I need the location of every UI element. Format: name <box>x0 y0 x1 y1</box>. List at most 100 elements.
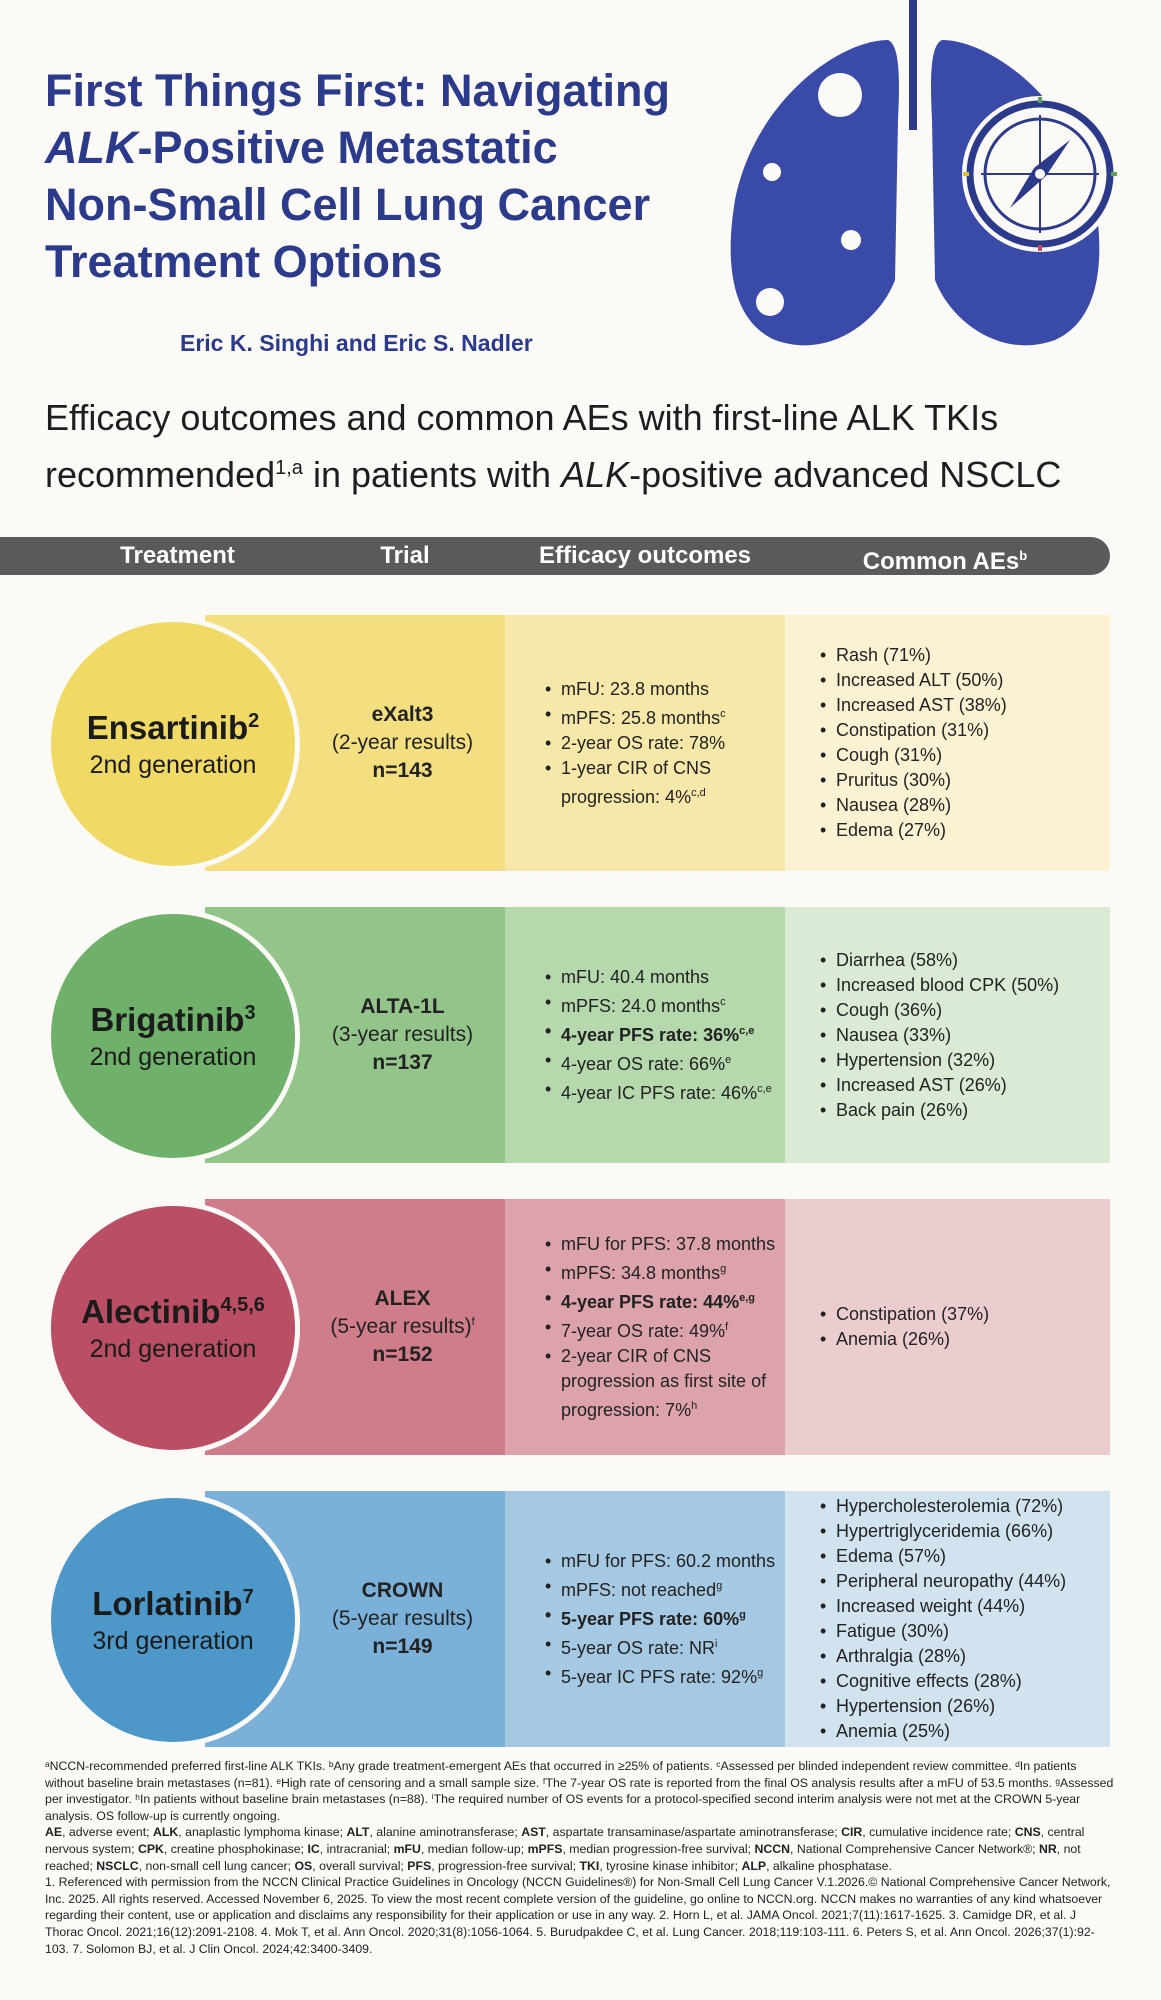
efficacy-item: mPFS: 25.8 monthsc <box>545 702 795 731</box>
abbr-term: CIR <box>841 1825 863 1840</box>
ae-item: Edema (57%) <box>820 1544 1110 1569</box>
abbr-term: PFS <box>407 1858 432 1873</box>
subtitle-part-1: Efficacy outcomes and common AEs with fi… <box>45 397 999 495</box>
ae-item: Cough (31%) <box>820 743 1110 768</box>
efficacy-item: mFU: 23.8 months <box>545 677 795 702</box>
abbr-definition: , intracranial; <box>319 1841 394 1856</box>
title-line-2-rest: -Positive Metastatic <box>137 122 558 173</box>
aes-list-box: Hypercholesterolemia (72%)Hypertriglycer… <box>820 1491 1110 1747</box>
abbr-term: CNS <box>1014 1825 1041 1840</box>
title-line-1: First Things First: Navigating <box>45 65 671 116</box>
title-line-2: ALK-Positive Metastatic <box>45 119 735 176</box>
abbr-term: mPFS <box>527 1841 563 1856</box>
treatment-row-lorlatinib: Lorlatinib7 3rd generation CROWN(5-year re… <box>0 1491 1110 1747</box>
efficacy-item-text: mFU for PFS: 37.8 months <box>561 1233 776 1254</box>
abbr-definition: , not reached; <box>45 1841 1081 1873</box>
trial-name: ALTA-1L <box>360 995 445 1018</box>
abbr-definition: , aspartate transaminase/aspartate amino… <box>545 1825 842 1840</box>
header-treatment: Treatment <box>120 542 235 569</box>
compass-icon <box>962 96 1118 252</box>
efficacy-item: 7-year OS rate: 49%f <box>545 1315 795 1344</box>
efficacy-list-box: mFU: 23.8 monthsmPFS: 25.8 monthsc2-year… <box>545 615 795 871</box>
subtitle-sup: 1,a <box>275 457 303 479</box>
trial-n: n=152 <box>372 1343 433 1366</box>
efficacy-item-text: 4-year PFS rate: 44% <box>561 1291 740 1312</box>
efficacy-item-sup: i <box>715 1637 718 1650</box>
efficacy-item-text: 5-year PFS rate: 60% <box>561 1608 740 1629</box>
footnote-definitions: ᵃNCCN-recommended preferred first-line A… <box>45 1759 1114 1823</box>
aes-list-box: Diarrhea (58%)Increased blood CPK (50%)C… <box>820 907 1110 1163</box>
drug-name-sup: 2 <box>248 709 260 732</box>
authors: Eric K. Singhi and Eric S. Nadler <box>180 330 533 356</box>
abbr-definition: , tyrosine kinase inhibitor; <box>599 1858 742 1873</box>
efficacy-item: mPFS: 34.8 monthsg <box>545 1257 795 1286</box>
ae-item: Pruritus (30%) <box>820 768 1110 793</box>
ae-item: Nausea (33%) <box>820 1023 1110 1048</box>
abbr-definition: , cumulative incidence rate; <box>862 1825 1015 1840</box>
efficacy-item: 5-year PFS rate: 60%g <box>545 1603 795 1632</box>
efficacy-item-text: 5-year IC PFS rate: 92% <box>561 1666 758 1687</box>
footnotes: ᵃNCCN-recommended preferred first-line A… <box>45 1758 1115 1957</box>
trial-duration: (5-year results)f <box>300 1315 505 1339</box>
title-line-3: Non-Small Cell Lung Cancer <box>45 179 651 230</box>
header-trial: Trial <box>380 542 430 569</box>
abbr-definition: , creatine phosphokinase; <box>163 1841 308 1856</box>
ae-item: Anemia (25%) <box>820 1719 1110 1744</box>
trial-n: n=149 <box>372 1635 433 1658</box>
ae-item: Cough (36%) <box>820 998 1110 1023</box>
trial-info: CROWN(5-year results)n=149 <box>300 1491 505 1747</box>
ae-item: Edema (27%) <box>820 818 1110 843</box>
header-aes: Common AEsb <box>840 537 1050 575</box>
efficacy-item-text: mFU for PFS: 60.2 months <box>561 1550 776 1571</box>
efficacy-item-sup: f <box>725 1320 729 1333</box>
efficacy-item-sup: e,g <box>739 1291 755 1304</box>
trial-n: n=137 <box>372 1051 433 1074</box>
efficacy-item-sup: g <box>757 1666 764 1679</box>
ae-item: Fatigue (30%) <box>820 1619 1110 1644</box>
efficacy-list-box: mFU for PFS: 60.2 monthsmPFS: not reache… <box>545 1491 795 1747</box>
trial-duration: (2-year results) <box>300 731 505 755</box>
efficacy-item-sup: c,e <box>757 1082 772 1095</box>
trial-duration-text: (2-year results) <box>331 731 474 754</box>
abbr-definition: , non-small cell lung cancer; <box>138 1858 295 1873</box>
efficacy-item-text: 4-year IC PFS rate: 46% <box>561 1082 758 1103</box>
ae-item: Hypertension (32%) <box>820 1048 1110 1073</box>
abbr-term: ALK <box>153 1825 179 1840</box>
abbr-definition: , alanine aminotransferase; <box>369 1825 522 1840</box>
subtitle-part-3: -positive advanced NSCLC <box>629 454 1062 495</box>
drug-name: Ensartinib2 <box>87 709 259 747</box>
drug-circle-lorlatinib: Lorlatinib7 3rd generation <box>46 1493 300 1747</box>
abbr-term: OS <box>294 1858 313 1873</box>
ae-item: Increased ALT (50%) <box>820 668 1110 693</box>
drug-generation: 3rd generation <box>92 1626 254 1655</box>
abbr-term: CPK <box>137 1841 164 1856</box>
trial-n: n=143 <box>372 759 433 782</box>
efficacy-item-text: mFU: 23.8 months <box>561 678 710 699</box>
abbr-term: ALT <box>346 1825 370 1840</box>
page-title: First Things First: Navigating ALK-Posit… <box>45 62 735 290</box>
aes-list: Constipation (37%)Anemia (26%) <box>820 1302 1110 1352</box>
title-line-4: Treatment Options <box>45 236 443 287</box>
abbr-definition: , alkaline phosphatase. <box>766 1858 892 1873</box>
abbr-term: NSCLC <box>96 1858 139 1873</box>
efficacy-item-text: mPFS: 25.8 months <box>561 707 721 728</box>
ae-item: Constipation (31%) <box>820 718 1110 743</box>
abbr-term: NCCN <box>754 1841 791 1856</box>
header-aes-sup: b <box>1019 548 1028 563</box>
aes-list: Rash (71%)Increased ALT (50%)Increased A… <box>820 643 1110 843</box>
subtitle: Efficacy outcomes and common AEs with fi… <box>45 392 1145 500</box>
aes-list-box: Constipation (37%)Anemia (26%) <box>820 1199 1110 1455</box>
header-efficacy: Efficacy outcomes <box>538 542 752 569</box>
efficacy-list: mFU: 40.4 monthsmPFS: 24.0 monthsc4-year… <box>545 965 795 1106</box>
ae-item: Hypertension (26%) <box>820 1694 1110 1719</box>
efficacy-item: 4-year PFS rate: 44%e,g <box>545 1286 795 1315</box>
drug-name: Lorlatinib7 <box>92 1585 253 1623</box>
drug-name-text: Ensartinib <box>86 708 249 746</box>
efficacy-list-box: mFU: 40.4 monthsmPFS: 24.0 monthsc4-year… <box>545 907 795 1163</box>
ae-item: Diarrhea (58%) <box>820 948 1110 973</box>
abbr-definition: , progression-free survival; <box>431 1858 580 1873</box>
